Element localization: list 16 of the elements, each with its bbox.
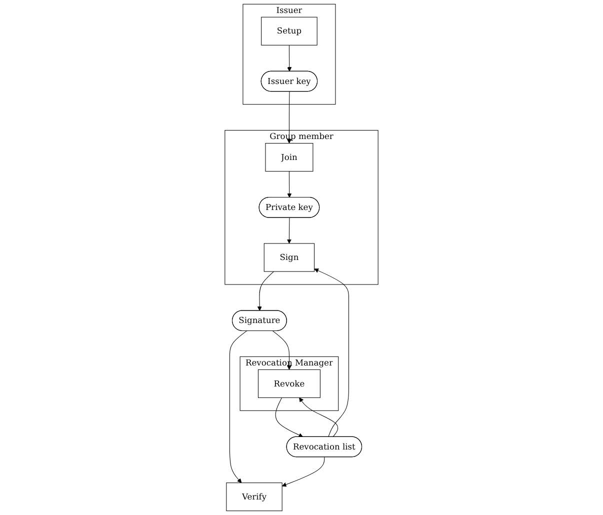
arrow (229, 330, 247, 484)
arrow (287, 171, 292, 198)
arrow (282, 456, 325, 487)
arrow (287, 44, 292, 72)
node-box: Join (265, 143, 314, 172)
arrow (286, 218, 292, 244)
arrow (275, 397, 304, 438)
arrow (286, 91, 292, 144)
node-box: Verify (226, 482, 282, 512)
arrow (272, 330, 292, 370)
node-box: Revoke (258, 369, 320, 398)
node-box: Setup (261, 16, 318, 46)
arrow (257, 271, 274, 311)
node-box: Sign (264, 243, 315, 272)
arrow (299, 397, 338, 438)
arrow (314, 268, 349, 438)
